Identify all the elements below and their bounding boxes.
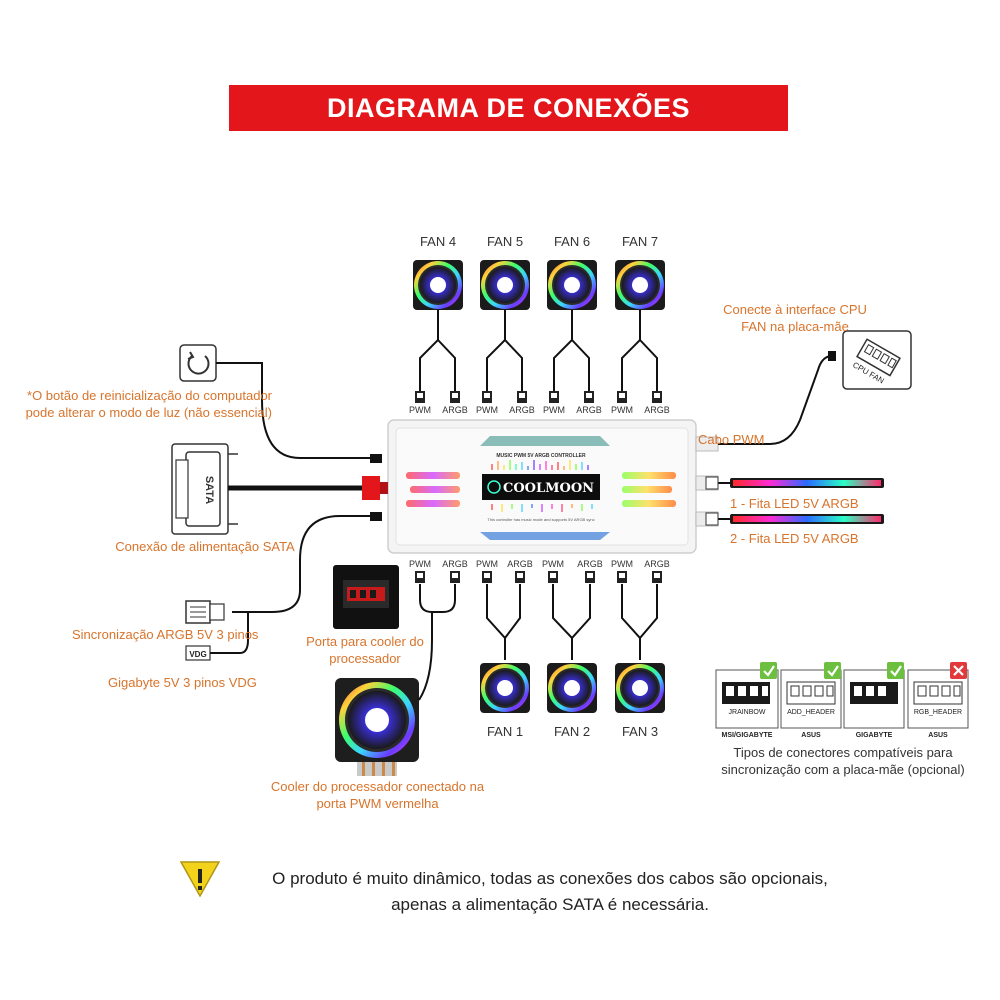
- sata-power-label: Conexão de alimentação SATA: [115, 539, 295, 554]
- argb-sync-label: Sincronização ARGB 5V 3 pinos: [72, 627, 259, 642]
- cooler-connected-label: Cooler do processador conectado na porta…: [270, 779, 485, 811]
- connector-type-1-brand: MSI/GIGABYTE: [721, 732, 773, 739]
- connector-type-3-brand: GIGABYTE: [855, 732, 893, 739]
- fan-2: [547, 663, 597, 713]
- fan-5-label: FAN 5: [486, 234, 524, 249]
- title-banner: DIAGRAMA DE CONEXÕES: [229, 85, 788, 131]
- led-strip-1-label: 1 - Fita LED 5V ARGB: [730, 496, 859, 511]
- controller-brand: COOLMOON: [503, 481, 594, 496]
- bottom-fan-plugs: [415, 571, 662, 583]
- connector-type-2-brand: ASUS: [801, 732, 821, 739]
- controller-model: MUSIC PWM 5V ARGB CONTROLLER: [496, 453, 586, 459]
- top-fan-cables: [419, 310, 658, 392]
- sata-connector-text: SATA: [203, 476, 215, 504]
- led-strip-1: [705, 476, 884, 490]
- cpu-fan-interface-label: Conecte à interface CPU FAN na placa-mãe: [723, 302, 867, 334]
- reset-button-icon: [179, 344, 217, 382]
- port-pwm-label: PWM: [543, 405, 565, 415]
- connector-type-4-header: RGB_HEADER: [913, 709, 963, 716]
- sata-power-plug: [362, 476, 380, 500]
- cooler-port-icon: [333, 565, 399, 629]
- fan-1: [480, 663, 530, 713]
- connector-type-1-header: JRAINBOW: [728, 709, 766, 716]
- fan-1-label: FAN 1: [486, 724, 524, 739]
- port-argb-label: ARGB: [644, 559, 670, 569]
- port-argb-label: ARGB: [644, 405, 670, 415]
- connector-type-4-brand: ASUS: [928, 732, 948, 739]
- fan-6: [547, 260, 597, 310]
- cpu-cooler: [335, 678, 419, 776]
- connector-type-2: [780, 662, 842, 729]
- connector-type-3: [843, 662, 905, 729]
- port-pwm-label: PWM: [611, 405, 633, 415]
- connector-type-4: [907, 662, 969, 729]
- led-strip-2: [705, 512, 884, 526]
- port-pwm-label: PWM: [542, 559, 564, 569]
- reset-plug: [370, 454, 382, 463]
- port-argb-label: ARGB: [442, 405, 468, 415]
- port-argb-label: ARGB: [577, 559, 603, 569]
- port-pwm-label: PWM: [476, 405, 498, 415]
- port-argb-label: ARGB: [507, 559, 533, 569]
- fan-7: [615, 260, 665, 310]
- pwm-cable: [718, 355, 833, 445]
- fan-3: [615, 663, 665, 713]
- svg-text:VDG: VDG: [189, 650, 206, 659]
- connector-type-2-header: ADD_HEADER: [787, 709, 835, 716]
- controller-hub: COOLMOON MUSIC PWM 5V ARGB CONTROLLER Th…: [387, 419, 719, 554]
- fan-2-label: FAN 2: [553, 724, 591, 739]
- cooler-cable: [418, 612, 433, 701]
- page-title: DIAGRAMA DE CONEXÕES: [326, 92, 691, 123]
- argb-sync-cable: [232, 515, 370, 613]
- controller-tagline: This controller has music mode and suppo…: [487, 517, 594, 522]
- fan-6-label: FAN 6: [553, 234, 591, 249]
- fan-7-label: FAN 7: [621, 234, 659, 249]
- led-strip-2-label: 2 - Fita LED 5V ARGB: [730, 531, 859, 546]
- footer-note: O produto é muito dinâmico, todas as con…: [272, 869, 828, 914]
- top-fan-plugs: [415, 391, 662, 403]
- fan-4: [413, 260, 463, 310]
- connector-type-1: [715, 662, 779, 729]
- gigabyte-vdg-label: Gigabyte 5V 3 pinos VDG: [108, 675, 257, 690]
- sata-connector-icon: SATA: [171, 443, 238, 535]
- warning-icon: [179, 861, 221, 898]
- fan-5: [480, 260, 530, 310]
- cooler-port-label: Porta para cooler do processador: [306, 634, 424, 666]
- port-argb-label: ARGB: [576, 405, 602, 415]
- port-argb-label: ARGB: [442, 559, 468, 569]
- bottom-fan-cables: [419, 584, 658, 660]
- port-argb-label: ARGB: [509, 405, 535, 415]
- reset-cable: [216, 362, 370, 459]
- argb-sync-connector-icon: [185, 600, 225, 624]
- fan-3-label: FAN 3: [621, 724, 659, 739]
- pwm-cable-label: Cabo PWM: [698, 432, 765, 447]
- port-pwm-label: PWM: [611, 559, 633, 569]
- connector-types-caption: Tipos de conectores compatíveis para sin…: [721, 745, 965, 777]
- reset-button-label: *O botão de reinicialização do computado…: [25, 388, 272, 420]
- vdg-connector-icon: VDG: [185, 645, 211, 661]
- port-pwm-label: PWM: [409, 405, 431, 415]
- port-pwm-label: PWM: [476, 559, 498, 569]
- port-pwm-label: PWM: [409, 559, 431, 569]
- cpu-fan-header-icon: CPU FAN: [842, 330, 912, 390]
- fan-4-label: FAN 4: [419, 234, 457, 249]
